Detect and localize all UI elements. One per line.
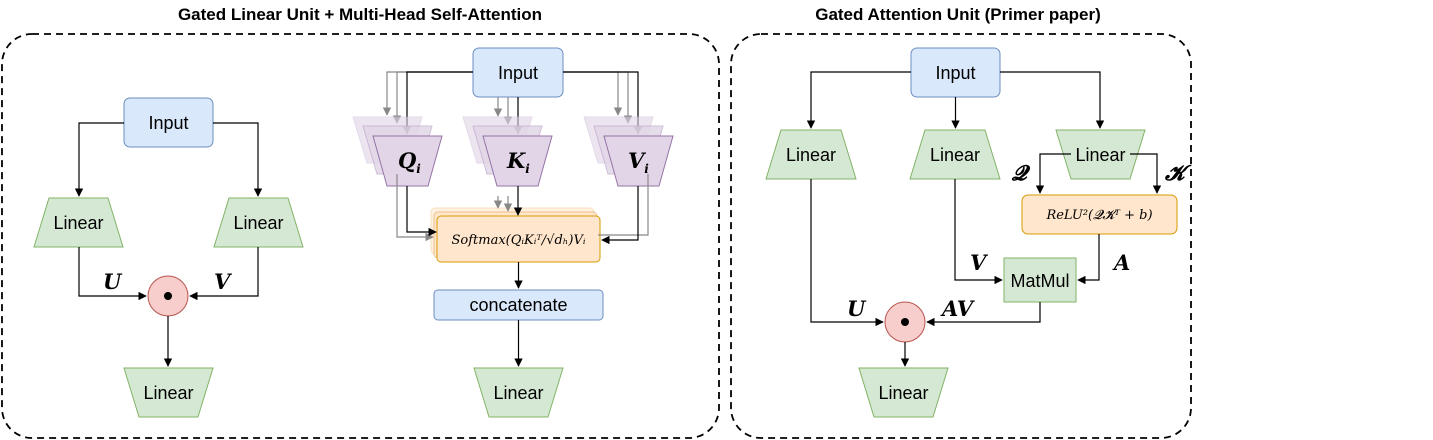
v-to-softmax-back: [598, 174, 649, 236]
glu-output-linear-label: Linear: [143, 383, 193, 403]
matmul-box: [1003, 257, 1077, 303]
gau-label-av: AV: [940, 296, 976, 321]
mhsa-fan-q-mid: [392, 71, 473, 124]
matmul-label: MatMul: [1010, 271, 1069, 291]
v-head-front: [603, 135, 674, 187]
v-to-softmax: [601, 186, 639, 245]
k-head-front: [482, 135, 553, 187]
q-head-front: [372, 135, 443, 187]
glu-label-v: V: [214, 269, 233, 294]
gau-label-q: 𝓠: [1011, 160, 1031, 185]
gau-output-linear-label: Linear: [878, 383, 928, 403]
glu-arrow-right: [213, 122, 263, 197]
gau-arrow-k: [1130, 153, 1162, 194]
left-panel-title: Gated Linear Unit + Multi-Head Self-Atte…: [178, 5, 542, 24]
glu-block: Input Linear Linear U V Linear: [33, 97, 304, 418]
concatenate-label: concatenate: [469, 295, 567, 315]
glu-output-linear-shape: [123, 367, 214, 418]
gau-linear-right-shape: [1055, 129, 1146, 180]
gau-linear-left-label: Linear: [786, 145, 836, 165]
mhsa-fan-v-back: [563, 71, 623, 116]
gau-label-v: V: [970, 250, 989, 275]
q-head-label: Qi: [398, 148, 421, 176]
gau-input-label: Input: [935, 63, 975, 83]
glu-label-u: U: [103, 269, 123, 294]
gau-linear-left-shape: [765, 129, 857, 180]
k-head-label: Ki: [506, 148, 530, 176]
glu-gate-dot-icon: [164, 292, 172, 300]
glu-arrow-u: [78, 247, 147, 301]
mhsa-fan-q: [402, 71, 473, 135]
gau-block: Input Linear Linear Linear 𝓠 𝓚 ReLU²(𝓠𝓚ᵀ…: [765, 47, 1192, 418]
gau-linear-right-label: Linear: [1075, 145, 1125, 165]
mhsa-input-label: Input: [498, 63, 538, 83]
right-panel-title: Gated Attention Unit (Primer paper): [815, 5, 1101, 24]
gau-arrow-v: [954, 179, 1003, 285]
gau-arrow-left: [806, 71, 911, 129]
gau-arrow-q: [1035, 153, 1071, 194]
mhsa-output-linear-shape: [473, 367, 564, 418]
glu-linear-right-shape: [213, 197, 304, 248]
mhsa-fan-v: [563, 71, 643, 135]
softmax-formula: Softmax(QᵢKᵢᵀ/√dₕ)Vᵢ: [452, 233, 586, 248]
left-panel-frame: [1, 33, 720, 439]
glu-arrow-left: [74, 122, 124, 197]
glu-input-label: Input: [148, 113, 188, 133]
mhsa-output-linear-label: Linear: [493, 383, 543, 403]
q-to-softmax-back: [396, 174, 434, 242]
gau-linear-mid-shape: [909, 129, 1001, 180]
glu-linear-left-shape: [33, 197, 124, 248]
relu-formula: ReLU²(𝓠𝓚ᵀ + b): [1045, 208, 1152, 223]
gau-gate-dot-icon: [901, 318, 909, 326]
q-to-softmax: [406, 186, 437, 237]
gau-linear-mid-label: Linear: [930, 145, 980, 165]
mhsa-fan-q-back: [382, 71, 473, 116]
gau-arrow-u: [810, 179, 884, 327]
gau-arrow-a: [1077, 234, 1100, 285]
gau-label-a: A: [1112, 250, 1130, 275]
v-head-label: Vi: [628, 148, 649, 176]
gau-output-linear-shape: [858, 367, 949, 418]
gau-arrow-av: [926, 302, 1041, 327]
gau-arrow-right: [1000, 71, 1105, 129]
mhsa-block: Input Qi Ki Vi: [352, 47, 674, 418]
glu-linear-right-label: Linear: [233, 213, 283, 233]
right-panel-frame: [730, 33, 1192, 439]
glu-linear-left-label: Linear: [53, 213, 103, 233]
glu-arrow-v: [189, 247, 259, 301]
gau-label-k: 𝓚: [1164, 160, 1192, 185]
gau-label-u: U: [847, 296, 867, 321]
